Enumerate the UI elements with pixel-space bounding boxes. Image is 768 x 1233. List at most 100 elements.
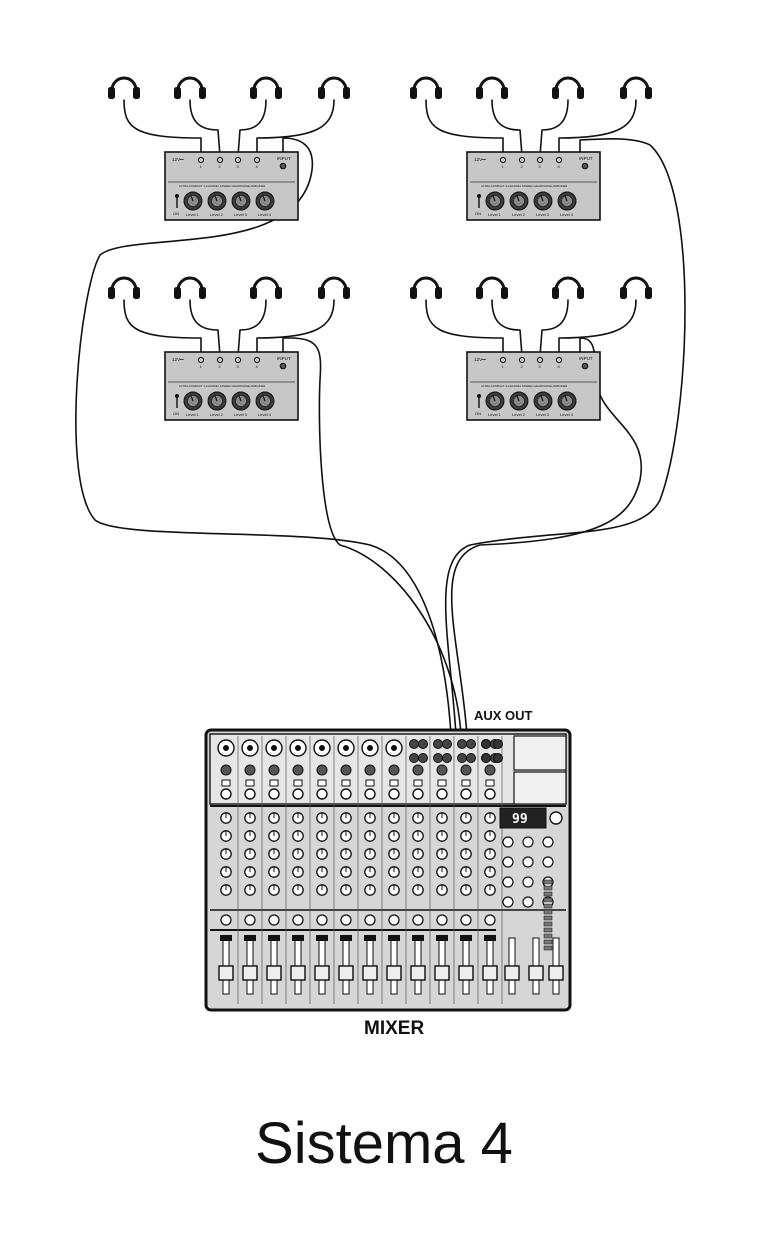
right-earcup: [501, 287, 508, 299]
mute-button: [316, 935, 328, 941]
headphone-icon: [108, 76, 140, 99]
headphone-cable: [491, 299, 523, 357]
level-label: Level 4: [560, 412, 574, 417]
headphone-cable: [491, 99, 523, 157]
right-earcup: [275, 287, 282, 299]
pan-knob: [244, 914, 256, 926]
line-input-jack: [418, 739, 428, 749]
jack-input: [292, 764, 304, 776]
insert-button: [317, 779, 327, 787]
right-earcup: [199, 287, 206, 299]
on-label: ON: [173, 411, 179, 416]
master-knob: [502, 896, 514, 908]
level-label: Level 3: [234, 212, 248, 217]
level-label: Level 3: [536, 412, 550, 417]
line-input-jack: [457, 739, 467, 749]
headphone-icon: [410, 76, 442, 99]
fader-cap: [314, 965, 330, 981]
knob-pointer: [214, 395, 218, 402]
gain-knob: [292, 788, 304, 800]
headphone-layer: [108, 76, 652, 299]
fader-cap: [338, 965, 354, 981]
headphone-icon: [620, 276, 652, 299]
headband: [478, 76, 506, 91]
knob-pointer: [492, 195, 496, 202]
jack-input: [244, 764, 256, 776]
line-input-jack: [442, 753, 452, 763]
power-label: 12V⎓: [172, 357, 184, 362]
aux-out-jack: [493, 753, 503, 763]
knob-pointer: [238, 195, 242, 202]
effects-display: [499, 807, 547, 829]
diagram-title: Sistema 4: [255, 1111, 513, 1176]
jack-input: [364, 764, 376, 776]
master-knob: [542, 856, 554, 868]
output-number: 2: [219, 364, 222, 369]
fader-cap: [482, 965, 498, 981]
headband: [320, 76, 348, 91]
headphone-icon: [250, 276, 282, 299]
headband: [176, 276, 204, 291]
headphone-cable: [256, 99, 335, 157]
line-input-jack: [442, 739, 452, 749]
jack-input: [460, 764, 472, 776]
left-earcup: [552, 87, 559, 99]
headband: [478, 276, 506, 291]
gain-knob: [412, 788, 424, 800]
xlr-center: [247, 745, 253, 751]
fader-cap: [218, 965, 234, 981]
master-fader-cap: [504, 965, 520, 981]
level-label: Level 1: [488, 412, 502, 417]
mixer-label: MIXER: [364, 1018, 425, 1039]
output-jack: [499, 356, 507, 364]
master-knob: [522, 856, 534, 868]
insert-button: [461, 779, 471, 787]
right-earcup: [645, 287, 652, 299]
fader-cap: [458, 965, 474, 981]
level-label: Level 2: [210, 412, 224, 417]
headband: [412, 276, 440, 291]
power-led: [477, 194, 481, 198]
power-led: [477, 394, 481, 398]
left-earcup: [410, 287, 417, 299]
aux-send-cable: [444, 137, 686, 736]
master-knob: [502, 836, 514, 848]
line-input-jack: [409, 753, 419, 763]
headphone-cable: [558, 99, 637, 157]
left-earcup: [318, 87, 325, 99]
level-label: Level 4: [560, 212, 574, 217]
meter-segment: [543, 933, 553, 939]
on-label: ON: [173, 211, 179, 216]
knob-pointer: [516, 195, 520, 202]
mute-button: [340, 935, 352, 941]
gain-knob: [340, 788, 352, 800]
output-jack: [536, 356, 544, 364]
output-number: 1: [200, 364, 203, 369]
right-earcup: [133, 287, 140, 299]
headband: [110, 76, 138, 91]
level-label: Level 4: [258, 412, 272, 417]
effects-display-value: 99: [512, 812, 528, 827]
gain-knob: [316, 788, 328, 800]
main-output-panel: [513, 735, 567, 771]
jack-input: [484, 764, 496, 776]
left-earcup: [174, 87, 181, 99]
knob-pointer: [516, 395, 520, 402]
level-label: Level 2: [512, 212, 526, 217]
output-number: 2: [219, 164, 222, 169]
knob-pointer: [190, 395, 194, 402]
on-label: ON: [475, 211, 481, 216]
line-input-jack: [433, 753, 443, 763]
aux-out-jack: [493, 739, 503, 749]
meter-segment: [543, 903, 553, 909]
insert-button: [293, 779, 303, 787]
knob-pointer: [262, 195, 266, 202]
mute-button: [364, 935, 376, 941]
headphone-cable: [237, 99, 267, 157]
gain-knob: [364, 788, 376, 800]
headband: [554, 76, 582, 91]
aux-send-cable: [282, 337, 462, 736]
meter-segment: [543, 927, 553, 933]
